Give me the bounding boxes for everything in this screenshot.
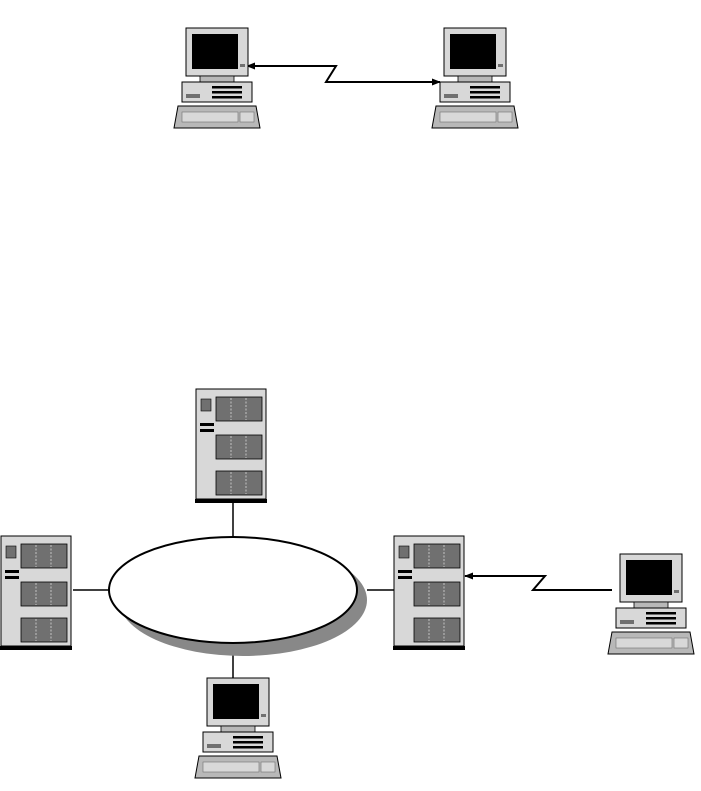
drive-slot — [470, 91, 500, 94]
keyboard-keys — [440, 112, 496, 122]
drive-slot — [212, 86, 242, 89]
unit-badge — [444, 94, 458, 98]
server-slot — [5, 576, 19, 579]
server-control-panel — [399, 546, 409, 558]
server-base — [0, 646, 72, 650]
pc-remote-icon — [608, 554, 694, 654]
monitor-screen — [213, 684, 259, 719]
server-drive-bay — [216, 435, 262, 459]
keyboard-keys — [616, 638, 672, 648]
drive-slot — [233, 746, 263, 749]
server-drive-bay — [414, 544, 460, 568]
server-top-icon — [195, 389, 267, 503]
server-left-icon — [0, 536, 72, 650]
drive-slot — [470, 96, 500, 99]
keyboard-keys — [182, 112, 238, 122]
pc-b-icon — [432, 28, 518, 128]
monitor-stand — [221, 726, 255, 732]
server-drive-bay — [414, 618, 460, 642]
server-control-panel — [6, 546, 16, 558]
keyboard-numpad — [498, 112, 512, 122]
server-drive-bay — [216, 397, 262, 421]
keyboard-numpad — [261, 762, 275, 772]
server-drive-bay — [21, 618, 67, 642]
drive-slot — [233, 736, 263, 739]
server-drive-bay — [21, 582, 67, 606]
monitor-screen — [192, 34, 238, 69]
monitor-stand — [634, 602, 668, 608]
monitor-screen — [450, 34, 496, 69]
drive-slot — [646, 612, 676, 615]
pc-a-icon — [174, 28, 260, 128]
drive-slot — [646, 617, 676, 620]
monitor-stand — [458, 76, 492, 82]
keyboard-numpad — [240, 112, 254, 122]
server-slot — [5, 570, 19, 573]
power-led — [498, 64, 503, 67]
server-drive-bay — [414, 582, 460, 606]
server-drive-bay — [21, 544, 67, 568]
monitor-stand — [200, 76, 234, 82]
drive-slot — [646, 622, 676, 625]
server-control-panel — [201, 399, 211, 411]
server-slot — [398, 576, 412, 579]
unit-badge — [186, 94, 200, 98]
power-led — [674, 590, 679, 593]
monitor-screen — [626, 560, 672, 595]
server-slot — [200, 423, 214, 426]
pc-bottom-icon — [195, 678, 281, 778]
keyboard-numpad — [674, 638, 688, 648]
drive-slot — [233, 741, 263, 744]
link-pc-remote-to-server-right — [465, 576, 612, 590]
power-led — [261, 714, 266, 717]
server-base — [195, 499, 267, 503]
top-diagram — [174, 28, 518, 128]
network-ellipse — [109, 537, 357, 643]
drive-slot — [212, 91, 242, 94]
server-drive-bay — [216, 471, 262, 495]
link-pc-a-to-pc-b — [247, 66, 440, 82]
power-led — [240, 64, 245, 67]
drive-slot — [470, 86, 500, 89]
server-slot — [398, 570, 412, 573]
unit-badge — [620, 620, 634, 624]
server-slot — [200, 429, 214, 432]
drive-slot — [212, 96, 242, 99]
server-base — [393, 646, 465, 650]
keyboard-keys — [203, 762, 259, 772]
unit-badge — [207, 744, 221, 748]
bottom-diagram — [0, 389, 694, 778]
server-right-icon — [393, 536, 465, 650]
